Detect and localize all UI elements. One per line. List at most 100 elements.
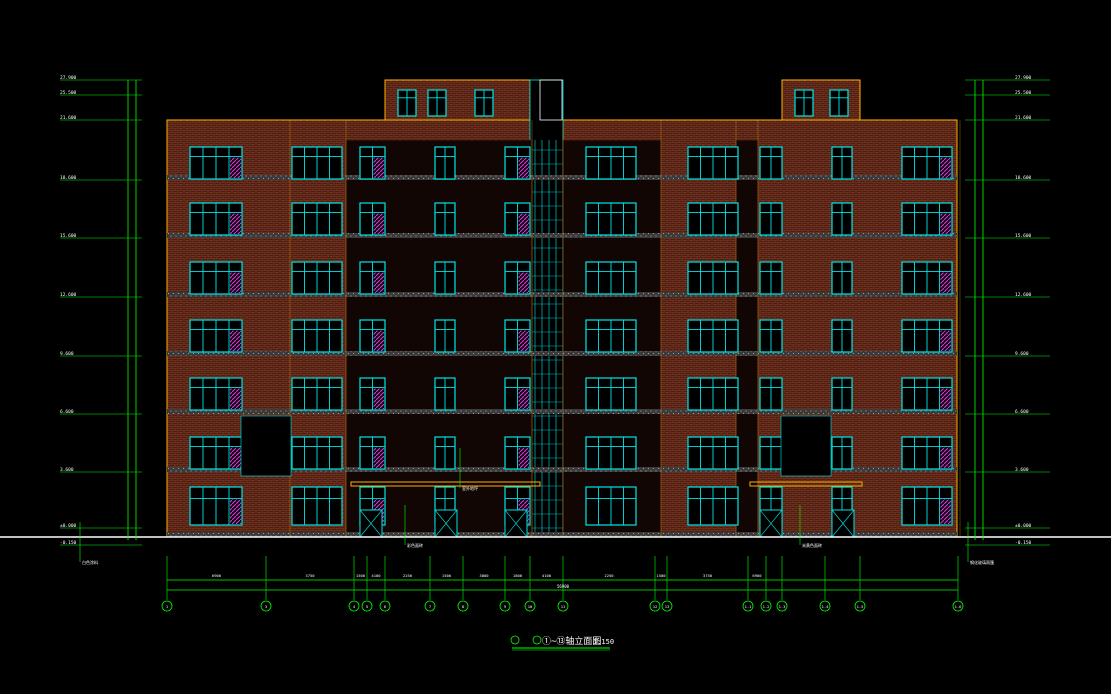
window [687, 319, 739, 353]
axis-bubble [742, 600, 754, 612]
window [427, 89, 447, 117]
window-glass-hatch [373, 157, 384, 178]
window [687, 377, 739, 411]
axis-label: 7 [429, 604, 431, 609]
window-glass-hatch [940, 330, 951, 351]
entrance-canopy-left [350, 481, 541, 487]
entrance-door [831, 509, 855, 538]
floor-band [167, 292, 957, 297]
window [504, 319, 531, 353]
elevation-value: ±0.000 [1015, 523, 1032, 529]
window-glass-hatch [940, 272, 951, 293]
window-glass-hatch [373, 388, 384, 409]
annotation-text: 米黄色面砖 [802, 542, 822, 548]
elevation-value: 15.600 [60, 233, 77, 239]
window [687, 436, 739, 470]
door-swing [831, 509, 855, 538]
axis-bubble [499, 600, 511, 612]
window [585, 146, 637, 180]
window [504, 261, 531, 295]
building-facade [0, 79, 1111, 538]
window [585, 261, 637, 295]
window-glass-hatch [373, 272, 384, 293]
door-swing [759, 509, 783, 538]
door-swing [359, 509, 383, 538]
window [291, 261, 343, 295]
floor-band [167, 233, 957, 238]
window-glass-hatch [373, 447, 384, 468]
opening-dark-right [780, 415, 832, 477]
window [831, 146, 853, 180]
window [831, 319, 853, 353]
dimension-system: 27.90025.50021.60018.60015.60012.6009.60… [60, 75, 1050, 612]
annotation-text: 室外地坪 [462, 485, 478, 491]
dimension-value: 2250 [604, 573, 614, 578]
axis-label: 10 [528, 604, 533, 609]
elevation-value: 9.600 [60, 351, 74, 357]
axis-bubble [424, 600, 436, 612]
elevation-value: 27.900 [1015, 75, 1032, 81]
window [291, 146, 343, 180]
axis-label: 1-6 [955, 604, 963, 609]
axis-label: 13 [665, 604, 670, 609]
window [359, 261, 386, 295]
window [434, 202, 456, 236]
window-glass-hatch [230, 388, 241, 409]
window [585, 436, 637, 470]
axis-label: 8 [462, 604, 465, 609]
window [504, 377, 531, 411]
elevation-value: -0.150 [60, 540, 77, 546]
title-axis-bubble-end [532, 635, 542, 645]
entrance-canopy-right [749, 481, 863, 487]
window [397, 89, 417, 117]
axis-label: 5 [366, 604, 368, 609]
window [901, 377, 953, 411]
window [291, 377, 343, 411]
elevation-value: 27.900 [60, 75, 77, 81]
window [585, 202, 637, 236]
dimension-value: 1500 [356, 573, 366, 578]
elevation-value: 9.600 [1015, 351, 1029, 357]
elevation-value: 18.600 [60, 175, 77, 181]
axis-bubble [952, 600, 964, 612]
elevation-value: -0.150 [1015, 540, 1032, 546]
window [585, 377, 637, 411]
window-glass-hatch [518, 157, 529, 178]
window [359, 319, 386, 353]
entrance-door [359, 509, 383, 538]
window-glass-hatch [373, 213, 384, 234]
window [901, 261, 953, 295]
window-glass-hatch [373, 330, 384, 351]
window [189, 436, 243, 470]
window [585, 319, 637, 353]
axis-bubble [661, 600, 673, 612]
floor-band [167, 351, 957, 356]
window [189, 377, 243, 411]
window [585, 486, 637, 526]
window [434, 261, 456, 295]
window [189, 146, 243, 180]
window [359, 146, 386, 180]
window [687, 146, 739, 180]
window-glass-hatch [518, 388, 529, 409]
recessed-bay [735, 139, 759, 538]
window [359, 202, 386, 236]
elevation-value: 12.600 [1015, 292, 1032, 298]
axis-bubble [379, 600, 391, 612]
window-glass-hatch [518, 447, 529, 468]
window [189, 319, 243, 353]
floor-band [167, 532, 957, 537]
opening-dark-left [240, 415, 292, 477]
window [687, 261, 739, 295]
window-glass-hatch [940, 157, 951, 178]
window [759, 202, 783, 236]
window [434, 319, 456, 353]
axis-label: 3 [265, 604, 267, 609]
title-axis-bubble-start [510, 635, 520, 645]
axis-bubble [819, 600, 831, 612]
window-glass-hatch [518, 330, 529, 351]
axis-label: 1-5 [857, 604, 864, 609]
axis-bubble [457, 600, 469, 612]
window [901, 486, 953, 526]
dimension-value: 1800 [513, 573, 523, 578]
